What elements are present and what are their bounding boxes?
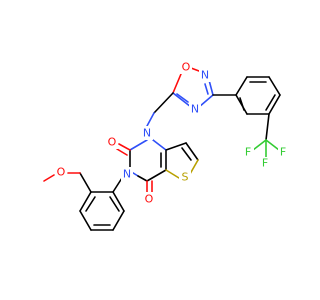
oxadiazole-nitrogen-4-label: N — [189, 102, 201, 116]
molecule-structure: O N N N N O O S — [43, 60, 289, 231]
fluorine-1-label: F — [243, 146, 254, 159]
bond-ar-ome — [79, 172, 92, 193]
svg-text:S: S — [182, 171, 189, 184]
svg-text:O: O — [145, 193, 154, 206]
bond-ph-6-double — [239, 97, 245, 111]
atom-label-layer: O N N N N O O S — [55, 60, 289, 206]
bond-ph-4 — [268, 94, 281, 115]
bond-ar-3 — [79, 210, 92, 231]
svg-text:N: N — [201, 69, 209, 82]
bond-c-f2 — [265, 139, 280, 151]
bond-c7a-c7 — [165, 142, 187, 151]
bond-c7a-n1 — [152, 139, 167, 151]
bond-layer — [43, 67, 281, 231]
pyrimidine-nitrogen-3-label: N — [121, 167, 133, 181]
bond-n2-c3 — [208, 79, 214, 96]
carbonyl-oxygen-4-label: O — [143, 192, 155, 206]
svg-text:F: F — [280, 146, 286, 159]
methoxy-oxygen-label: O — [55, 165, 67, 179]
fluorine-3-label: F — [260, 157, 271, 170]
bond-c5-o1 — [172, 73, 182, 94]
oxadiazole-oxygen-label: O — [180, 60, 192, 74]
bond-c4-c4a — [146, 169, 167, 182]
bond-c7-c6-double — [181, 147, 192, 161]
bond-ar-6 — [112, 191, 125, 212]
bond-ar-6-double — [109, 196, 120, 212]
fluorine-2-label: F — [278, 146, 289, 159]
bond-ph-3 — [268, 76, 281, 96]
thiophene-sulfur-label: S — [179, 170, 191, 184]
svg-text:O: O — [182, 61, 191, 74]
bond-ar-2-double — [85, 196, 96, 212]
bond-c2-o — [118, 143, 131, 151]
svg-text:N: N — [191, 103, 199, 116]
svg-text:O: O — [108, 136, 117, 149]
bond-s-c4a — [165, 169, 180, 179]
bond-n4-c5-double — [176, 93, 189, 103]
pyrimidine-nitrogen-1-label: N — [141, 126, 153, 140]
bond-ph-1 — [235, 76, 248, 96]
bond-c6-s — [189, 159, 199, 175]
bond-ch2-n1 — [146, 112, 155, 127]
bond-c3-n4 — [198, 94, 214, 108]
svg-text:O: O — [57, 166, 66, 179]
bond-ph-4-double — [265, 94, 276, 111]
bond-c5-ch2 — [153, 92, 174, 114]
svg-text:F: F — [245, 146, 251, 159]
bond-n4-c5 — [172, 92, 192, 108]
svg-text:F: F — [262, 157, 268, 170]
bond-c7-c6 — [185, 142, 199, 161]
bond-c2-o-double — [116, 148, 128, 156]
carbonyl-oxygen-2-label: O — [106, 135, 118, 149]
bond-ar-2 — [79, 191, 92, 212]
bond-o1-n2 — [190, 67, 200, 72]
bond-o-ch3 — [43, 174, 55, 182]
svg-text:N: N — [123, 168, 131, 181]
bond-c-f1 — [252, 139, 267, 151]
bond-n3-ar — [112, 177, 123, 193]
oxadiazole-nitrogen-2-label: N — [199, 68, 211, 82]
bond-c4-span — [137, 175, 148, 182]
bond-ar-5 — [112, 210, 125, 231]
bond-n2-c3-double — [204, 83, 209, 95]
structure-canvas: O N N N N O O S — [43, 60, 289, 231]
bond-ph-cf3 — [265, 113, 270, 141]
bond-n1-c2 — [129, 139, 148, 151]
svg-text:N: N — [143, 127, 151, 140]
